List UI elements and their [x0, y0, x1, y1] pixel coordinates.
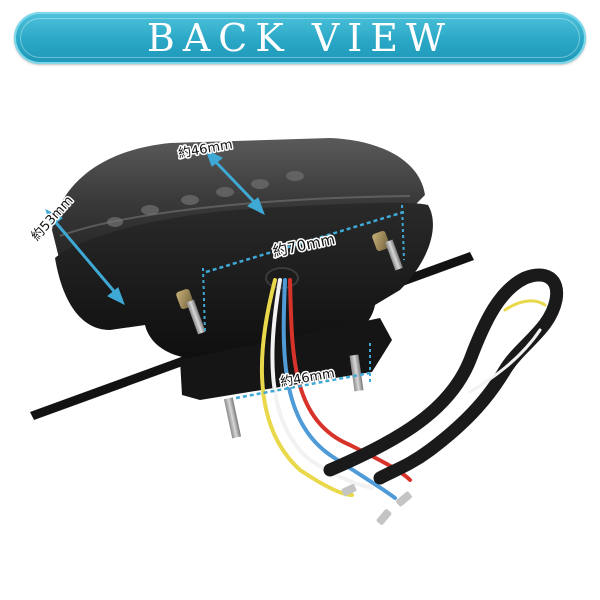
right-bolt — [372, 230, 403, 271]
lamp-lens — [52, 138, 425, 262]
left-bolt — [176, 288, 206, 335]
lens-ridge — [59, 195, 411, 237]
banner: BACK VIEW — [14, 12, 586, 64]
bottom-right-stud — [349, 354, 364, 392]
wire-grommet — [265, 267, 299, 289]
wire-terminals — [341, 484, 412, 525]
banner-inner-border — [20, 18, 580, 58]
dimension-lines — [45, 148, 405, 400]
lens-led-dots — [107, 171, 304, 227]
lamp-body — [55, 202, 433, 360]
wire-harness — [259, 268, 564, 500]
banner-title: BACK VIEW — [146, 16, 454, 60]
bottom-left-stud — [223, 397, 242, 439]
